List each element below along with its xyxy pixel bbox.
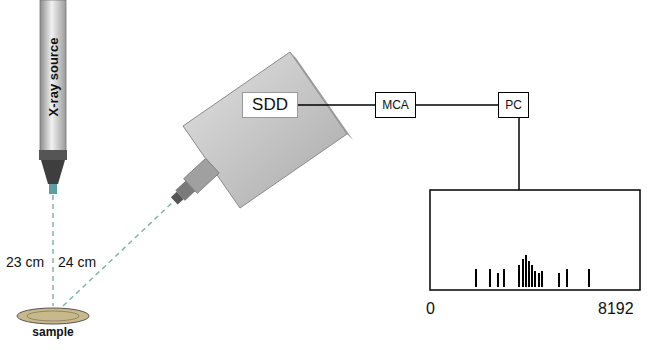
spectrum-bar — [531, 265, 533, 287]
spectrum-bar — [541, 271, 543, 287]
spectrum-bar — [475, 269, 477, 287]
spectrum-bar — [588, 269, 590, 287]
sdd-housing — [167, 52, 353, 208]
node-text: PC — [499, 93, 528, 117]
axis-label: 8192 — [598, 300, 634, 318]
process-box: PC — [498, 92, 529, 118]
spectrum-bar — [518, 265, 520, 287]
spectrum-bar — [558, 273, 560, 287]
node-text: X-ray source — [46, 38, 61, 117]
node-text: MCA — [376, 93, 415, 117]
spectrum-bar — [566, 269, 568, 287]
spectrum-bar — [538, 273, 540, 287]
spectrum-bar — [525, 255, 527, 287]
dimension-label: 23 cm — [4, 254, 46, 270]
signal-wire — [416, 104, 498, 106]
sample-node: sample — [13, 306, 93, 346]
axis-label: 0 — [426, 300, 435, 318]
xray-tube — [39, 0, 67, 194]
xray-beam — [52, 195, 54, 306]
wire — [518, 118, 520, 190]
sample-ring — [27, 311, 79, 321]
spectrum-bar — [534, 271, 536, 287]
node-text: SDD — [243, 93, 297, 117]
spectrum-bar — [503, 269, 505, 287]
sample-disc — [17, 308, 89, 324]
spectrum-bar — [489, 269, 491, 287]
spectrum-bar — [522, 259, 524, 287]
process-box: MCA — [375, 92, 416, 118]
spectrum-bars — [475, 255, 590, 287]
detector-label: SDD — [242, 92, 298, 118]
spectrum-window — [430, 190, 640, 290]
node-text: sample — [13, 306, 93, 339]
spectrum-bar — [497, 273, 499, 287]
signal-wire — [298, 104, 375, 106]
dimension-label: 24 cm — [56, 254, 98, 270]
xray-source: X-ray source — [40, 0, 66, 195]
spectrum-bar — [528, 261, 530, 287]
